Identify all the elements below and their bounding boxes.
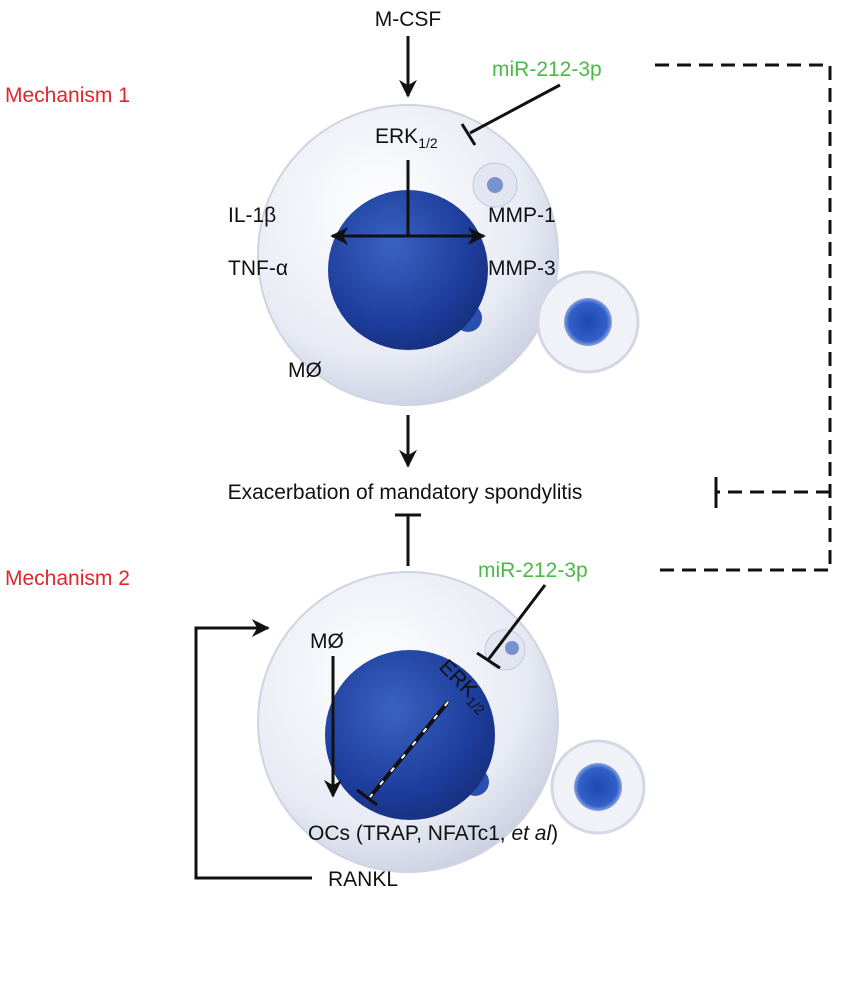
macrophage-cell-1 — [257, 104, 559, 406]
rankl-arrow — [194, 619, 312, 880]
mechanism-1-title: Mechanism 1 — [5, 84, 130, 107]
erk-label-1: ERK1/2 — [375, 125, 438, 151]
mechanism-2-title: Mechanism 2 — [5, 567, 130, 590]
macrophage-label-1: MØ — [288, 359, 322, 382]
nucleus — [328, 190, 488, 350]
inhibition-bar — [460, 123, 477, 146]
tnf-a-label: TNF-α — [228, 257, 288, 280]
small-cell-2 — [550, 739, 646, 835]
small-cell-1 — [536, 270, 640, 374]
inhibition-bar — [476, 651, 501, 670]
osteoclast-label: OCs (TRAP, NFATc1, et al) — [308, 822, 558, 845]
dash-overlay — [369, 701, 449, 798]
mmp-1-label: MMP-1 — [488, 204, 556, 227]
inhibition-bar — [356, 788, 378, 807]
rankl-label: RANKL — [328, 868, 398, 891]
il-1b-label: IL-1β — [228, 204, 276, 227]
mirna-label-bottom: miR-212-3p — [478, 559, 588, 582]
outcome-label: Exacerbation of mandatory spondylitis — [228, 481, 583, 504]
mirna-label-top: miR-212-3p — [492, 58, 602, 81]
m-csf-label: M-CSF — [375, 8, 442, 31]
macrophage-label-2: MØ — [310, 630, 344, 653]
mirna-inhibition-line-1 — [469, 83, 561, 135]
mirna-inhibition-line-2 — [486, 584, 547, 661]
nucleus — [325, 650, 495, 820]
mmp-3-label: MMP-3 — [488, 257, 556, 280]
mirna-dashed-connector — [655, 63, 832, 572]
